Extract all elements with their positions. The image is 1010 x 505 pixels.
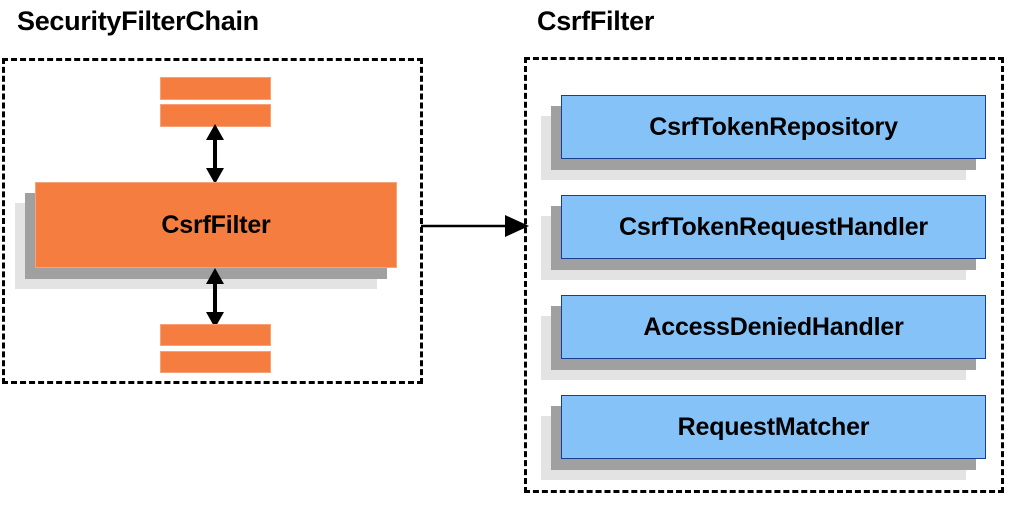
csrf-filter-panel	[524, 57, 1004, 493]
node-request-matcher[interactable]: RequestMatcher	[541, 395, 986, 480]
node-label: CsrfTokenRepository	[561, 95, 986, 159]
filter-bar-bottom-2	[160, 351, 271, 373]
security-filter-chain-panel	[2, 58, 423, 384]
filter-bar-bottom-1	[160, 324, 271, 346]
node-csrf-filter-label: CsrfFilter	[35, 182, 397, 268]
double-arrow-up-icon	[206, 124, 224, 184]
page-title-csrf-filter: CsrfFilter	[537, 6, 655, 36]
filter-bar-top-1	[160, 77, 271, 100]
node-label: AccessDeniedHandler	[561, 295, 986, 359]
connector-arrow-icon	[421, 215, 529, 237]
node-access-denied-handler[interactable]: AccessDeniedHandler	[541, 295, 986, 380]
node-label: RequestMatcher	[561, 395, 986, 459]
double-arrow-down-icon	[206, 268, 224, 328]
node-csrf-token-request-handler[interactable]: CsrfTokenRequestHandler	[541, 195, 986, 280]
node-csrf-token-repository[interactable]: CsrfTokenRepository	[541, 95, 986, 180]
page-title-security-filter-chain: SecurityFilterChain	[17, 6, 259, 36]
node-label: CsrfTokenRequestHandler	[561, 195, 986, 259]
node-csrf-filter[interactable]: CsrfFilter	[15, 182, 397, 289]
